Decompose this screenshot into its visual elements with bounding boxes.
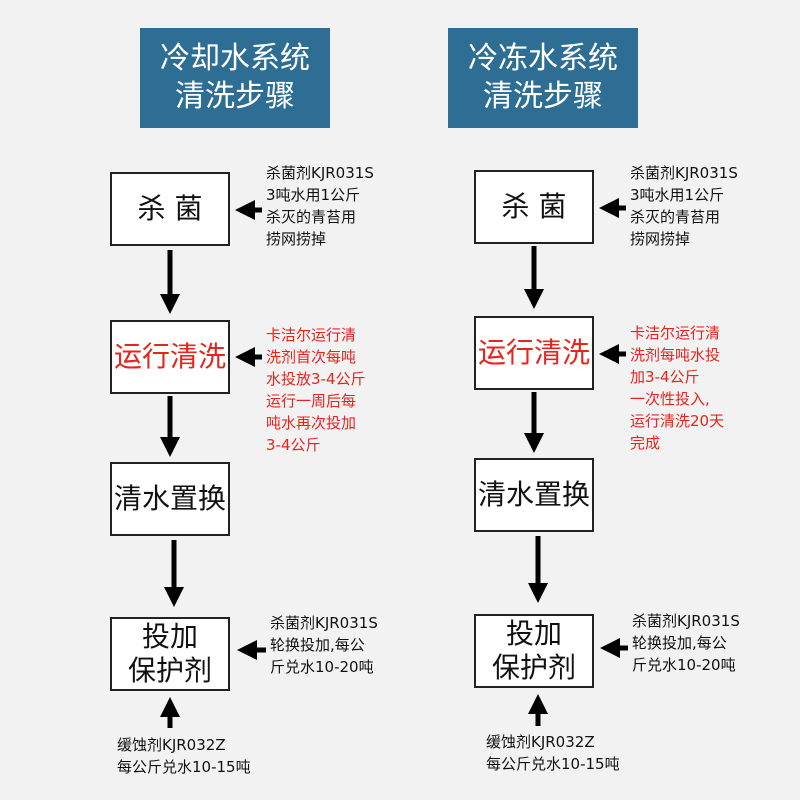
right-step-water-replace: 清水置换 bbox=[474, 458, 594, 532]
right-note-cleaning: 卡洁尔运行清洗剂每吨水投 加3-4公斤一次性投入, 运行清洗20天完成 bbox=[630, 324, 725, 452]
right-step-sterilize: 杀 菌 bbox=[474, 170, 594, 244]
right-title: 冷冻水系统 清洗步骤 bbox=[448, 28, 638, 128]
left-step-protectant: 投加 保护剂 bbox=[110, 617, 230, 691]
right-step-cleaning: 运行清洗 bbox=[474, 316, 594, 390]
left-step-cleaning: 运行清洗 bbox=[110, 320, 230, 394]
left-step-sterilize: 杀 菌 bbox=[110, 172, 230, 246]
left-title: 冷却水系统 清洗步骤 bbox=[140, 28, 330, 128]
right-step-protectant: 投加 保护剂 bbox=[474, 614, 594, 688]
left-step-water-replace: 清水置换 bbox=[110, 462, 230, 536]
